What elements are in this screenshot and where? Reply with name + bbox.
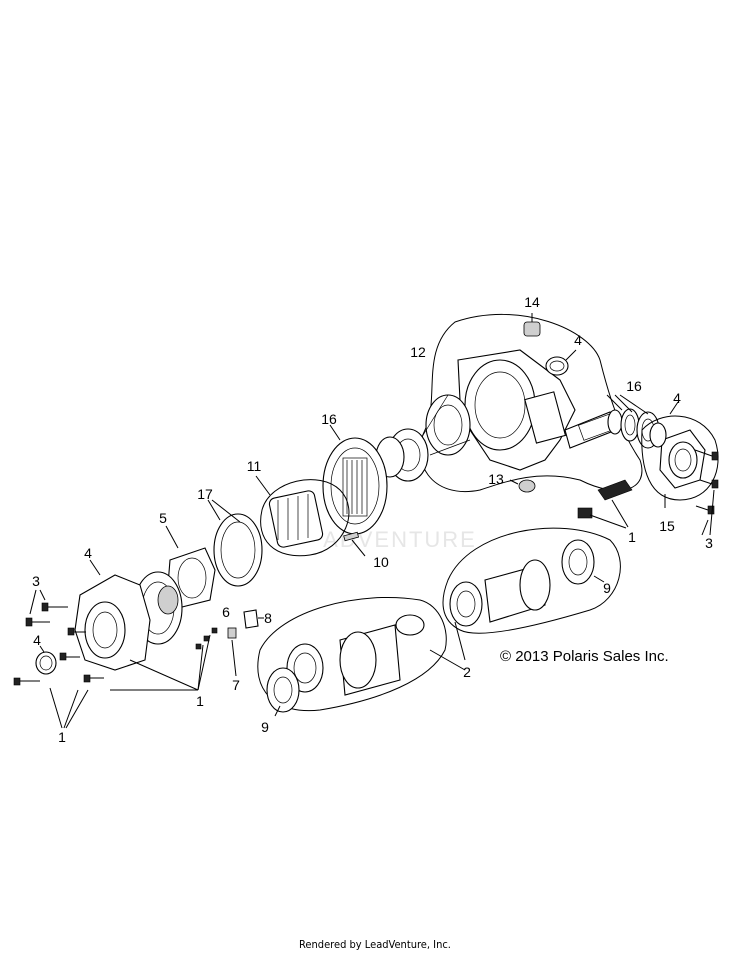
leader-line (454, 621, 466, 661)
footer-credit: Rendered by LeadVenture, Inc. (299, 938, 451, 951)
pin-part (343, 531, 366, 557)
upper-differential-group (442, 527, 621, 634)
armature-plate-part (207, 499, 263, 587)
callout-15: 15 (659, 518, 675, 534)
callout-4: 4 (33, 632, 41, 648)
callout-4: 4 (84, 545, 92, 561)
callout-5: 5 (159, 510, 167, 526)
callout-2: 2 (463, 664, 471, 680)
spring-part (227, 627, 237, 677)
callout-9: 9 (261, 719, 269, 735)
clip-part (243, 609, 264, 629)
bolts-right-part (694, 449, 719, 536)
actuator-connector-part (577, 479, 633, 529)
callout-16: 16 (321, 411, 337, 427)
bolts-lower-left-part (13, 627, 104, 729)
ring-gear-part (322, 424, 388, 535)
main-housing-group (419, 314, 643, 492)
callout-3: 3 (705, 535, 713, 551)
lower-differential-group (257, 597, 447, 717)
hub-assembly-group (255, 475, 350, 557)
callout-7: 7 (232, 677, 240, 693)
callout-1: 1 (58, 729, 66, 745)
callout-4: 4 (673, 390, 681, 406)
callout-8: 8 (264, 610, 272, 626)
copyright-text: © 2013 Polaris Sales Inc. (500, 648, 669, 665)
callout-4: 4 (574, 332, 582, 348)
callout-1: 1 (196, 693, 204, 709)
callout-1: 1 (628, 529, 636, 545)
callout-10: 10 (373, 554, 389, 570)
callout-11: 11 (247, 458, 262, 474)
vent-part (509, 479, 536, 493)
callout-3: 3 (32, 573, 40, 589)
callout-16: 16 (626, 378, 642, 394)
bolts-left-part (25, 589, 68, 627)
o-ring-top-part (545, 349, 577, 376)
fill-plug-part (523, 313, 541, 337)
callout-13: 13 (488, 471, 504, 487)
callout-14: 14 (524, 294, 540, 310)
callout-12: 12 (410, 344, 426, 360)
output-flange-group (641, 401, 719, 508)
small-pins-part (110, 627, 218, 691)
front-cover-part (74, 559, 151, 671)
callout-9: 9 (603, 580, 611, 596)
callout-6: 6 (222, 604, 230, 620)
o-ring-left-part (35, 645, 57, 675)
leader-line (429, 649, 466, 671)
callout-17: 17 (197, 486, 213, 502)
